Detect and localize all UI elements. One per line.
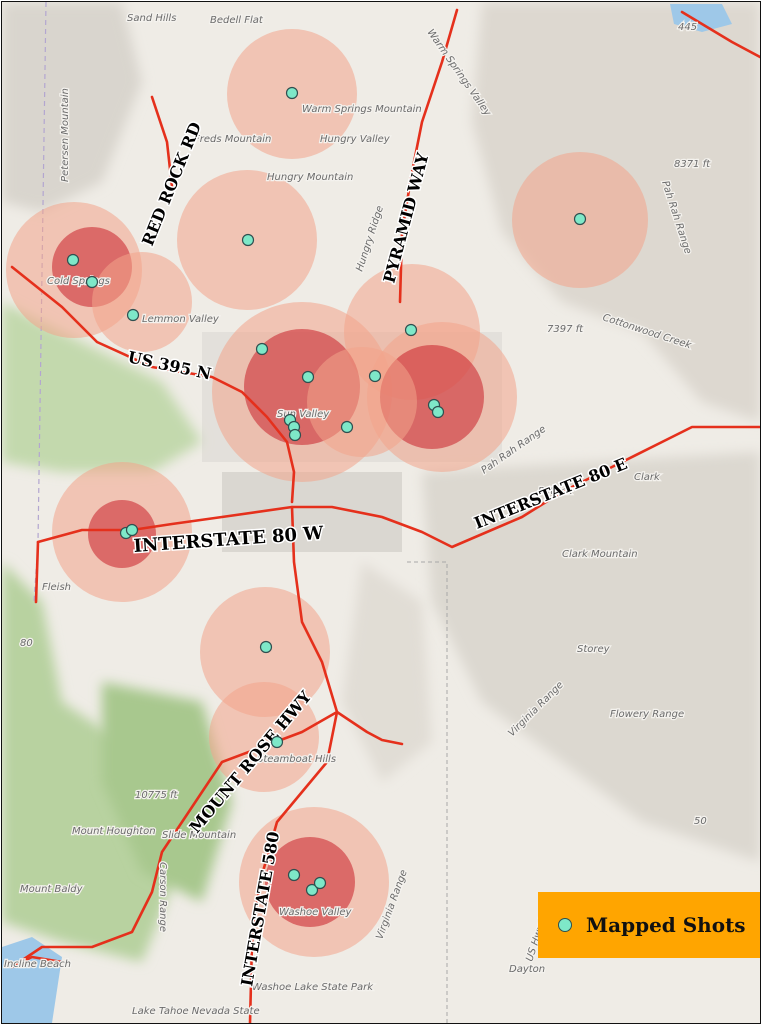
- mapped-shot-marker[interactable]: [573, 212, 587, 226]
- place-label: Washoe Valley: [279, 907, 353, 918]
- mapped-shot-marker[interactable]: [255, 342, 269, 356]
- place-label: Dayton: [509, 964, 545, 975]
- road-interstate-80: [36, 425, 760, 549]
- road-incline: [10, 955, 64, 969]
- shots-layer: [66, 86, 587, 897]
- place-label: Carson Range: [157, 862, 168, 932]
- road-red-rock: [150, 95, 174, 189]
- place-label: Hungry Valley: [320, 134, 391, 145]
- place-label: Warm Springs Mountain: [302, 104, 422, 115]
- road-mount-rose-branch: [335, 710, 404, 746]
- place-label: Freds Mountain: [194, 134, 271, 145]
- place-label: 445: [678, 22, 697, 33]
- road-interstate-80-west-tail: [34, 540, 40, 604]
- place-label: Petersen Mountain: [60, 88, 71, 182]
- place-label: Patrick: [538, 486, 573, 497]
- mapped-shot-marker-icon: [558, 918, 572, 932]
- place-label: Flowery Range: [610, 709, 684, 720]
- place-label: 10775 ft: [135, 790, 179, 801]
- heat-hotspot: [209, 682, 319, 792]
- heat-hotspot: [307, 347, 417, 457]
- roads-layer: [10, 8, 760, 1023]
- mapped-shot-marker[interactable]: [125, 523, 139, 537]
- place-label: Lemmon Valley: [142, 314, 220, 325]
- mapped-shot-marker[interactable]: [305, 883, 319, 897]
- place-label: Incline Beach: [4, 959, 71, 970]
- place-label: 7397 ft: [547, 324, 584, 335]
- mapped-shot-marker[interactable]: [259, 640, 273, 654]
- place-label: Lake Tahoe Nevada State: [132, 1006, 260, 1017]
- mapped-shot-marker[interactable]: [85, 275, 99, 289]
- mapped-shot-marker[interactable]: [301, 370, 315, 384]
- place-label: Cold Springs: [47, 276, 110, 287]
- place-label: Fleish: [42, 582, 71, 593]
- place-label: Sand Hills: [127, 13, 176, 24]
- place-label: Mount Houghton: [72, 826, 156, 837]
- road-interstate-580: [248, 505, 339, 1023]
- road-pyramid-way: [398, 8, 459, 304]
- mapped-shot-marker[interactable]: [431, 405, 445, 419]
- mapped-shot-marker[interactable]: [66, 253, 80, 267]
- place-label: 8371 ft: [674, 159, 711, 170]
- mapped-shot-marker[interactable]: [404, 323, 418, 337]
- legend-label: Mapped Shots: [586, 913, 746, 937]
- road-mount-rose-hwy: [10, 710, 339, 969]
- place-label: Clark Mountain: [562, 549, 638, 560]
- legend: Mapped Shots: [538, 892, 760, 958]
- place-label: Bedell Flat: [210, 15, 264, 26]
- mapped-shot-marker[interactable]: [270, 735, 284, 749]
- place-label: Clark: [634, 472, 661, 483]
- mapped-shot-marker[interactable]: [288, 428, 302, 442]
- place-label: Washoe Lake State Park: [252, 982, 374, 993]
- mapped-shot-marker[interactable]: [313, 876, 327, 890]
- mapped-shot-marker[interactable]: [368, 369, 382, 383]
- road-us-395-n: [10, 265, 296, 504]
- place-label: 50: [694, 816, 707, 827]
- mapped-shot-marker[interactable]: [287, 868, 301, 882]
- heat-hotspot: [92, 252, 192, 352]
- place-label: Storey: [577, 644, 611, 655]
- place-label: Mount Baldy: [20, 884, 84, 895]
- mapped-shot-marker[interactable]: [241, 233, 255, 247]
- place-label: Hungry Mountain: [267, 172, 353, 183]
- mapped-shot-marker[interactable]: [285, 86, 299, 100]
- road-top-right: [680, 10, 760, 59]
- heat-hotspot: [265, 837, 355, 927]
- place-label: 80: [20, 638, 33, 649]
- place-label: Slide Mountain: [162, 830, 236, 841]
- place-label: Steamboat Hills: [257, 754, 336, 765]
- mapped-shot-marker[interactable]: [340, 420, 354, 434]
- mapped-shot-marker[interactable]: [126, 308, 140, 322]
